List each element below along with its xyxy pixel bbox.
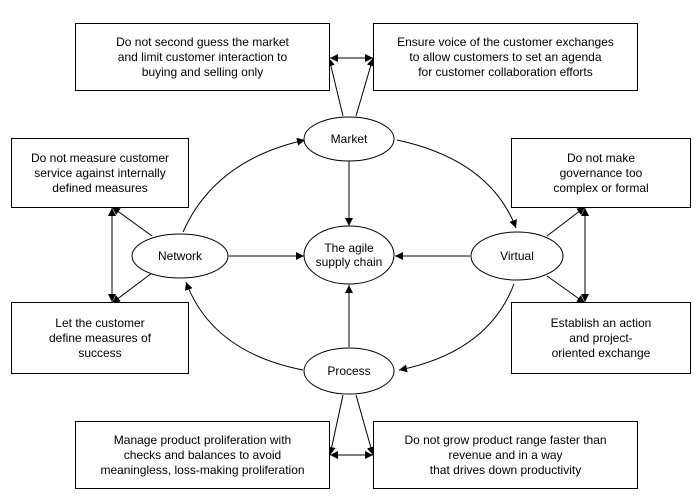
box-left-bottom: Let the customer define measures of succ…: [11, 302, 189, 374]
box-top-left: Do not second guess the market and limit…: [75, 23, 330, 91]
connector-network-left-top: [111, 206, 153, 237]
center-label: The agile supply chain: [315, 241, 383, 269]
arrow-virtual-to-process: [398, 283, 515, 373]
box-right-bottom: Establish an action and project- oriente…: [511, 302, 691, 374]
center-node: [303, 225, 395, 285]
box-right-top: Do not make governance too complex or fo…: [511, 138, 691, 208]
arrow-network-to-market: [182, 137, 306, 233]
connector-process-bottom-right: [355, 394, 375, 456]
connector-virtual-right-bottom: [546, 275, 586, 304]
arrow-process-to-network: [185, 281, 304, 371]
market-label: Market: [330, 132, 368, 146]
box-bottom-right: Do not grow product range faster than re…: [373, 421, 638, 489]
box-top-right: Ensure voice of the customer exchanges t…: [373, 23, 638, 91]
connector-process-bottom-left: [327, 394, 344, 456]
connector-market-top-left: [326, 57, 344, 117]
box-left-top: Do not measure customer service against …: [11, 138, 189, 208]
market-node: [303, 116, 395, 162]
connector-network-left-bottom: [111, 272, 153, 304]
process-node: [303, 347, 395, 395]
arrow-market-to-virtual: [396, 139, 517, 229]
box-bottom-left: Manage product proliferation with checks…: [75, 421, 330, 489]
connector-virtual-right-top: [546, 206, 586, 237]
connector-market-top-right: [355, 57, 375, 117]
network-label: Network: [157, 249, 202, 263]
virtual-node: [470, 231, 564, 281]
process-label: Process: [327, 364, 371, 378]
virtual-label: Virtual: [500, 249, 534, 263]
network-node: [131, 233, 229, 279]
